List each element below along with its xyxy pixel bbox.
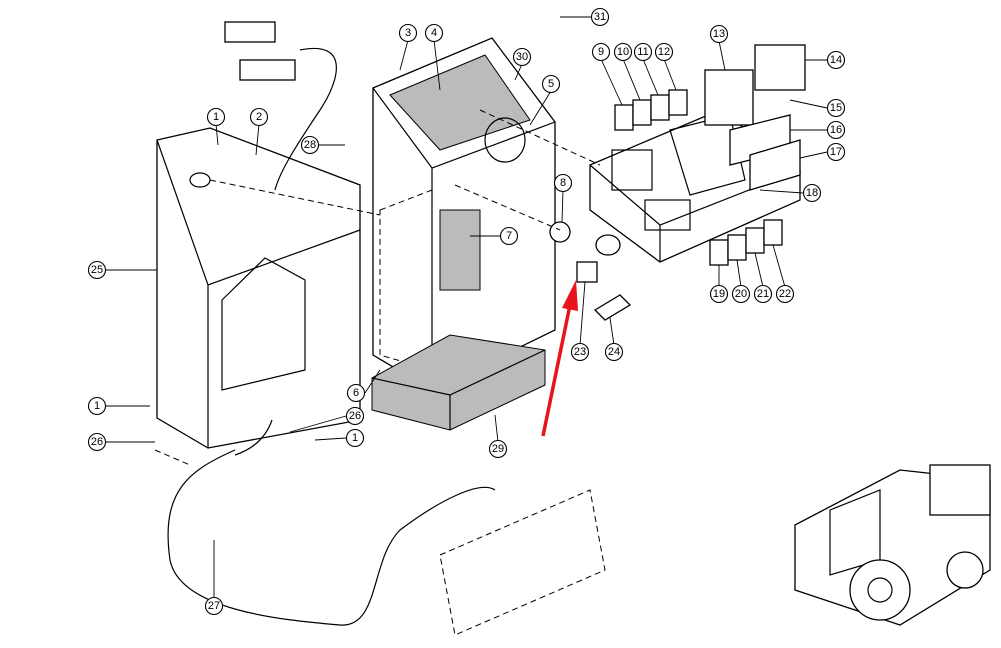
callout-18: 18 xyxy=(802,183,822,203)
relay-board xyxy=(439,489,606,636)
callout-number: 15 xyxy=(830,102,842,114)
callout-19: 19 xyxy=(709,284,729,304)
callout-9: 9 xyxy=(591,42,611,62)
callout-number: 28 xyxy=(304,139,316,151)
callout-number: 29 xyxy=(492,443,504,455)
callout-number: 10 xyxy=(617,46,629,58)
callout-25: 25 xyxy=(87,260,107,280)
callout-15: 15 xyxy=(826,98,846,118)
callout-26: 26 xyxy=(345,406,365,426)
switch-row-top xyxy=(614,44,806,191)
callout-1: 1 xyxy=(87,396,107,416)
callout-30: 30 xyxy=(512,47,532,67)
ignition-switch xyxy=(576,261,598,283)
callout-5: 5 xyxy=(541,74,561,94)
callout-number: 18 xyxy=(806,187,818,199)
machine-thumbnail xyxy=(794,464,991,626)
callout-number: 6 xyxy=(353,387,359,399)
callout-8: 8 xyxy=(553,173,573,193)
callout-31: 31 xyxy=(590,7,610,27)
callout-21: 21 xyxy=(753,284,773,304)
side-cover-panel xyxy=(156,127,361,449)
foam-block xyxy=(371,334,546,431)
callout-number: 26 xyxy=(91,436,103,448)
callout-number: 31 xyxy=(594,11,606,23)
callout-11: 11 xyxy=(633,42,653,62)
callout-number: 9 xyxy=(598,46,604,58)
red-arrow-indicator xyxy=(541,280,578,437)
callout-number: 30 xyxy=(516,51,528,63)
callout-16: 16 xyxy=(826,120,846,140)
switch-bracket xyxy=(593,294,632,321)
callout-24: 24 xyxy=(604,342,624,362)
callout-3: 3 xyxy=(398,23,418,43)
callout-number: 24 xyxy=(608,346,620,358)
switch-row-bottom xyxy=(709,219,783,266)
callout-12: 12 xyxy=(654,42,674,62)
callout-number: 27 xyxy=(208,600,220,612)
callout-number: 2 xyxy=(256,111,262,123)
callout-14: 14 xyxy=(826,50,846,70)
callout-27: 27 xyxy=(204,596,224,616)
knob xyxy=(549,221,571,243)
callout-number: 26 xyxy=(349,410,361,422)
callout-number: 16 xyxy=(830,124,842,136)
callout-number: 8 xyxy=(560,177,566,189)
callout-29: 29 xyxy=(488,439,508,459)
callout-number: 14 xyxy=(830,54,842,66)
callout-1: 1 xyxy=(345,428,365,448)
callout-23: 23 xyxy=(570,342,590,362)
callout-number: 12 xyxy=(658,46,670,58)
callout-26: 26 xyxy=(87,432,107,452)
callout-number: 4 xyxy=(431,27,437,39)
callout-number: 3 xyxy=(405,27,411,39)
callout-number: 22 xyxy=(779,288,791,300)
callout-1: 1 xyxy=(206,107,226,127)
callout-number: 1 xyxy=(94,400,100,412)
assembly-leader-lines xyxy=(154,109,601,466)
callout-6: 6 xyxy=(346,383,366,403)
callout-7: 7 xyxy=(499,226,519,246)
callout-number: 7 xyxy=(506,230,512,242)
callout-28: 28 xyxy=(300,135,320,155)
callout-number: 17 xyxy=(830,146,842,158)
callout-4: 4 xyxy=(424,23,444,43)
callout-number: 13 xyxy=(713,28,725,40)
callout-13: 13 xyxy=(709,24,729,44)
callout-2: 2 xyxy=(249,107,269,127)
callout-number: 20 xyxy=(735,288,747,300)
callout-10: 10 xyxy=(613,42,633,62)
callout-17: 17 xyxy=(826,142,846,162)
callout-number: 25 xyxy=(91,264,103,276)
callout-20: 20 xyxy=(731,284,751,304)
callout-number: 1 xyxy=(213,111,219,123)
cabinet-frame xyxy=(372,37,556,391)
callout-number: 11 xyxy=(637,46,648,58)
callout-number: 5 xyxy=(548,78,554,90)
knob xyxy=(595,234,621,256)
callout-number: 19 xyxy=(713,288,725,300)
callout-number: 23 xyxy=(574,346,586,358)
callout-22: 22 xyxy=(775,284,795,304)
callout-number: 21 xyxy=(757,288,769,300)
callout-leaders xyxy=(106,16,828,599)
wiring-harness xyxy=(167,21,496,626)
callout-number: 1 xyxy=(352,432,358,444)
